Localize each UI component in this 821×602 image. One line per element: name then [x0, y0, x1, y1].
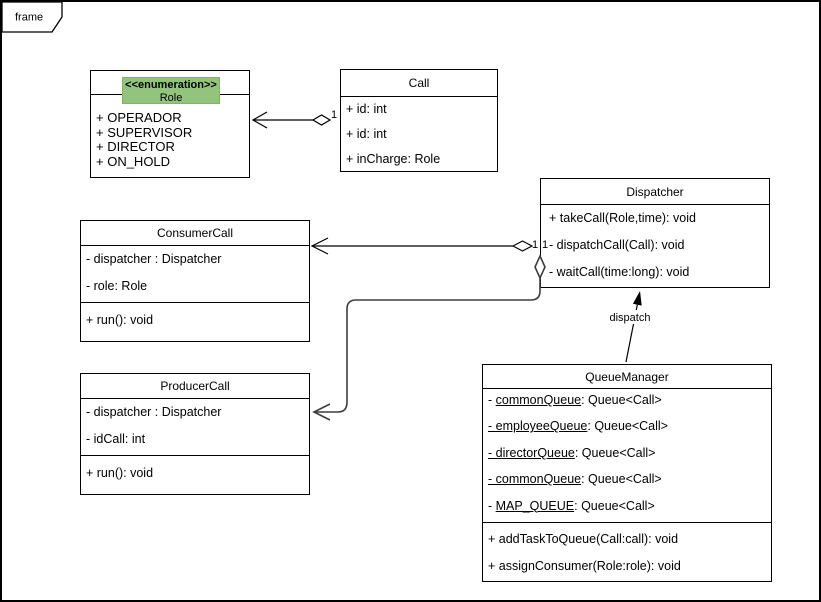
consumercall-attributes-section: - dispatcher : Dispatcher - role: Role — [81, 246, 309, 303]
method: + addTaskToQueue(Call:call): void — [488, 532, 679, 546]
role-stereotype: <<enumeration>> — [125, 79, 217, 91]
attr-type: : Queue<Call> — [581, 472, 662, 487]
attr-type: : Queue<Call> — [574, 445, 656, 460]
method: + takeCall(Role,time): void — [549, 211, 696, 225]
role-name: Role — [159, 91, 183, 104]
producercall-name: ProducerCall — [81, 374, 309, 399]
producercall-attributes-section: - dispatcher : Dispatcher - idCall: int — [81, 399, 309, 456]
attribute: - directorQueue: Queue<Call> — [483, 440, 771, 466]
enum-header-role: <<enumeration>> Role — [122, 77, 220, 104]
enum-literal: + ON_HOLD — [96, 153, 171, 169]
attribute: - MAP_QUEUE: Queue<Call> — [483, 493, 771, 519]
attribute: - commonQueue: Queue<Call> — [483, 466, 771, 492]
enum-literal: + OPERADOR — [96, 110, 182, 125]
queuemanager-methods-section: + addTaskToQueue(Call:call): void + assi… — [483, 523, 771, 581]
attribute: - role: Role — [86, 279, 148, 293]
method: - waitCall(time:long): void — [549, 265, 690, 279]
method: + run(): void — [86, 466, 154, 480]
method: - dispatchCall(Call): void — [549, 238, 685, 252]
attr-type: : Queue<Call> — [574, 498, 655, 513]
queuemanager-attributes-section: - commonQueue: Queue<Call> - employeeQue… — [483, 389, 771, 523]
dispatcher-methods-section: + takeCall(Role,time): void - dispatchCa… — [541, 205, 769, 286]
attr-static-name: - directorQueue — [488, 445, 575, 460]
dispatcher-name: Dispatcher — [541, 179, 769, 205]
enum-literal: + SUPERVISOR — [96, 124, 193, 140]
queuemanager-name: QueueManager — [483, 365, 771, 389]
class-producercall[interactable]: ProducerCall - dispatcher : Dispatcher -… — [80, 373, 310, 495]
class-queuemanager[interactable]: QueueManager - commonQueue: Queue<Call> … — [482, 364, 772, 582]
class-dispatcher[interactable]: Dispatcher + takeCall(Role,time): void -… — [540, 178, 770, 288]
call-attributes-section: + id: int + id: int + inCharge: Role — [341, 97, 497, 171]
class-call[interactable]: Call + id: int + id: int + inCharge: Rol… — [340, 69, 498, 172]
attr-static-name: - employeeQueue — [488, 419, 588, 434]
method: + run(): void — [86, 313, 154, 327]
role-literals-section: + OPERADOR + SUPERVISOR + DIRECTOR + ON_… — [91, 95, 249, 169]
attr-prefix: - — [488, 498, 496, 513]
attr-static-name: - commonQueue — [488, 472, 582, 487]
attribute: + inCharge: Role — [346, 152, 441, 166]
consumercall-name: ConsumerCall — [81, 221, 309, 246]
attribute: + id: int — [346, 127, 387, 141]
method: + assignConsumer(Role:role): void — [488, 559, 681, 573]
consumercall-methods-section: + run(): void — [81, 303, 309, 341]
attribute: - idCall: int — [86, 432, 146, 446]
producercall-methods-section: + run(): void — [81, 456, 309, 494]
attr-prefix: - — [488, 393, 496, 407]
attribute: - dispatcher : Dispatcher — [86, 405, 222, 419]
call-name: Call — [341, 70, 497, 97]
class-consumercall[interactable]: ConsumerCall - dispatcher : Dispatcher -… — [80, 220, 310, 342]
attribute: + id: int — [346, 102, 387, 116]
attribute: - dispatcher : Dispatcher — [86, 252, 222, 266]
attribute: - employeeQueue: Queue<Call> — [483, 413, 771, 439]
class-role[interactable]: <<enumeration>> Role + OPERADOR + SUPERV… — [90, 70, 250, 178]
attr-static-name: MAP_QUEUE — [495, 498, 575, 513]
enum-literal: + DIRECTOR — [96, 139, 175, 154]
attribute: - commonQueue: Queue<Call> — [483, 389, 771, 413]
attr-type: : Queue<Call> — [581, 393, 662, 407]
attr-type: : Queue<Call> — [587, 419, 668, 434]
attr-static-name: commonQueue — [495, 393, 582, 407]
